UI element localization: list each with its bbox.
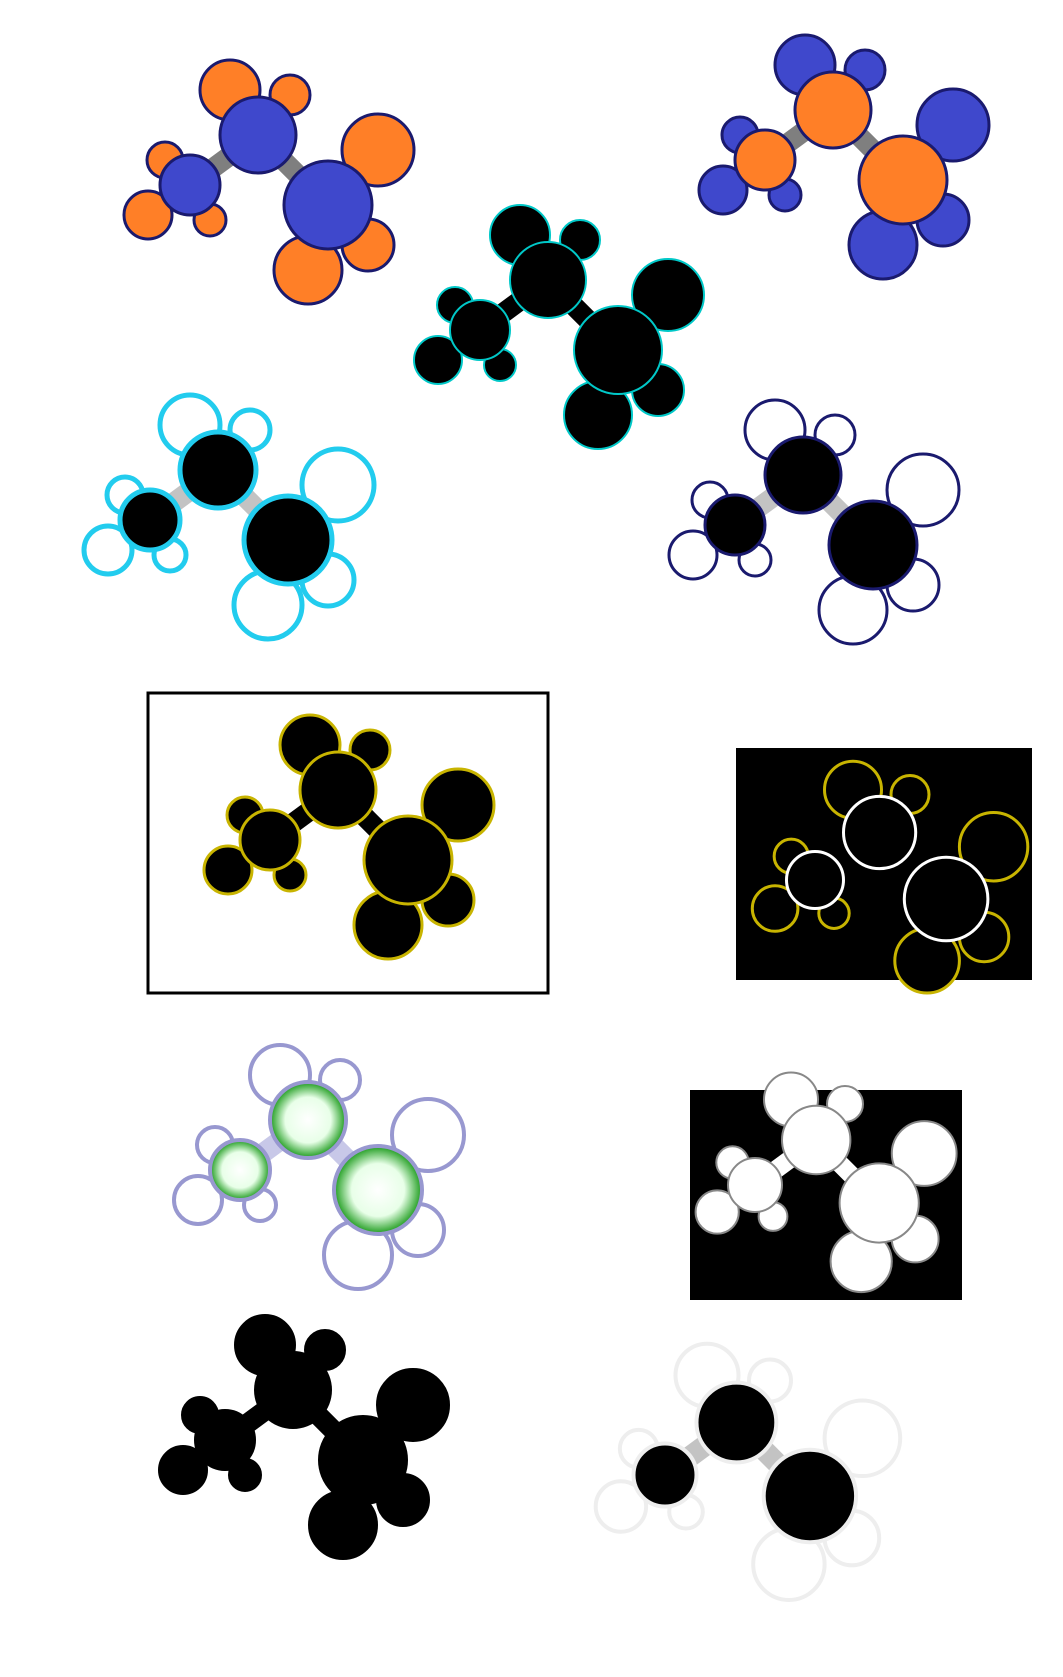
carbon-atom [218, 95, 298, 175]
hydrogen-atom [390, 1097, 466, 1173]
carbon-atom [254, 1351, 332, 1429]
carbon-atom [194, 1409, 256, 1471]
molecule-black-with-faint-hydrogen [593, 1341, 903, 1602]
carbon-atom [763, 435, 843, 515]
hydrogen-atom [915, 87, 991, 163]
carbon-atom [177, 429, 259, 511]
molecule-white-on-black [694, 1071, 958, 1294]
hydrogen-atom [631, 258, 705, 332]
carbon-atom [362, 814, 454, 906]
carbon-atom [117, 487, 183, 553]
molecule-green-glow-carbon [172, 1043, 466, 1291]
carbon-atom [332, 1144, 424, 1236]
carbon-atom [727, 1157, 783, 1213]
carbon-atom [827, 499, 919, 591]
hydrogen-atom [202, 844, 254, 896]
hydrogen-atom [158, 1445, 208, 1495]
carbon-atom [509, 241, 587, 319]
hydrogen-atom [299, 446, 377, 524]
carbon-atom [449, 299, 511, 361]
carbon-atom [793, 70, 873, 150]
carbon-atom [318, 1415, 408, 1505]
carbon-atom [733, 128, 797, 192]
carbon-atom [761, 1447, 859, 1545]
carbon-atom [838, 1162, 920, 1244]
carbon-atom [241, 493, 335, 587]
carbon-atom [238, 808, 302, 872]
carbon-atom [298, 750, 378, 830]
hydrogen-atom [697, 164, 749, 216]
hydrogen-atom [122, 189, 174, 241]
carbon-atom [842, 794, 918, 871]
hydrogen-atom [750, 884, 800, 933]
molecule-hollow-cyan-hydrogen [81, 392, 377, 642]
carbon-atom [902, 855, 990, 943]
hydrogen-atom [667, 529, 719, 581]
carbon-atom [781, 1104, 852, 1176]
molecule-black-with-cyan-edges [413, 204, 705, 450]
carbon-atom [158, 153, 222, 217]
molecule-blue-hydrogen-orange-carbon [697, 33, 991, 281]
hydrogen-atom [420, 767, 496, 843]
carbon-atom [208, 1138, 272, 1202]
hydrogen-atom [885, 452, 961, 528]
hydrogen-atom [822, 1398, 903, 1479]
hydrogen-atom [81, 523, 135, 577]
carbon-atom [857, 134, 949, 226]
molecule-black-yellow-edges-framed [202, 713, 496, 961]
molecule-negative-yellow-edges [750, 759, 1030, 995]
hydrogen-atom [694, 1189, 740, 1235]
hydrogen-atom [593, 1479, 649, 1534]
hydrogen-atom [957, 811, 1030, 883]
molecule-solid-black-noisy [158, 1314, 450, 1560]
carbon-atom [282, 159, 374, 251]
panel-frame [146, 691, 550, 995]
molecule-orange-hydrogen-blue-carbon [122, 58, 416, 306]
carbon-atom [785, 850, 845, 910]
hydrogen-atom [172, 1174, 224, 1226]
carbon-atom [694, 1380, 779, 1465]
hydrogen-atom [413, 335, 463, 385]
hydrogen-atom [340, 112, 416, 188]
molecule-group [81, 33, 1030, 1602]
hydrogen-atom [890, 1120, 958, 1187]
hydrogen-atom [376, 1368, 450, 1442]
carbon-atom [268, 1080, 348, 1160]
molecule-hollow-outlined-hydrogen [667, 398, 961, 646]
carbon-atom [703, 493, 767, 557]
carbon-atom [573, 305, 663, 395]
carbon-atom [631, 1441, 699, 1509]
